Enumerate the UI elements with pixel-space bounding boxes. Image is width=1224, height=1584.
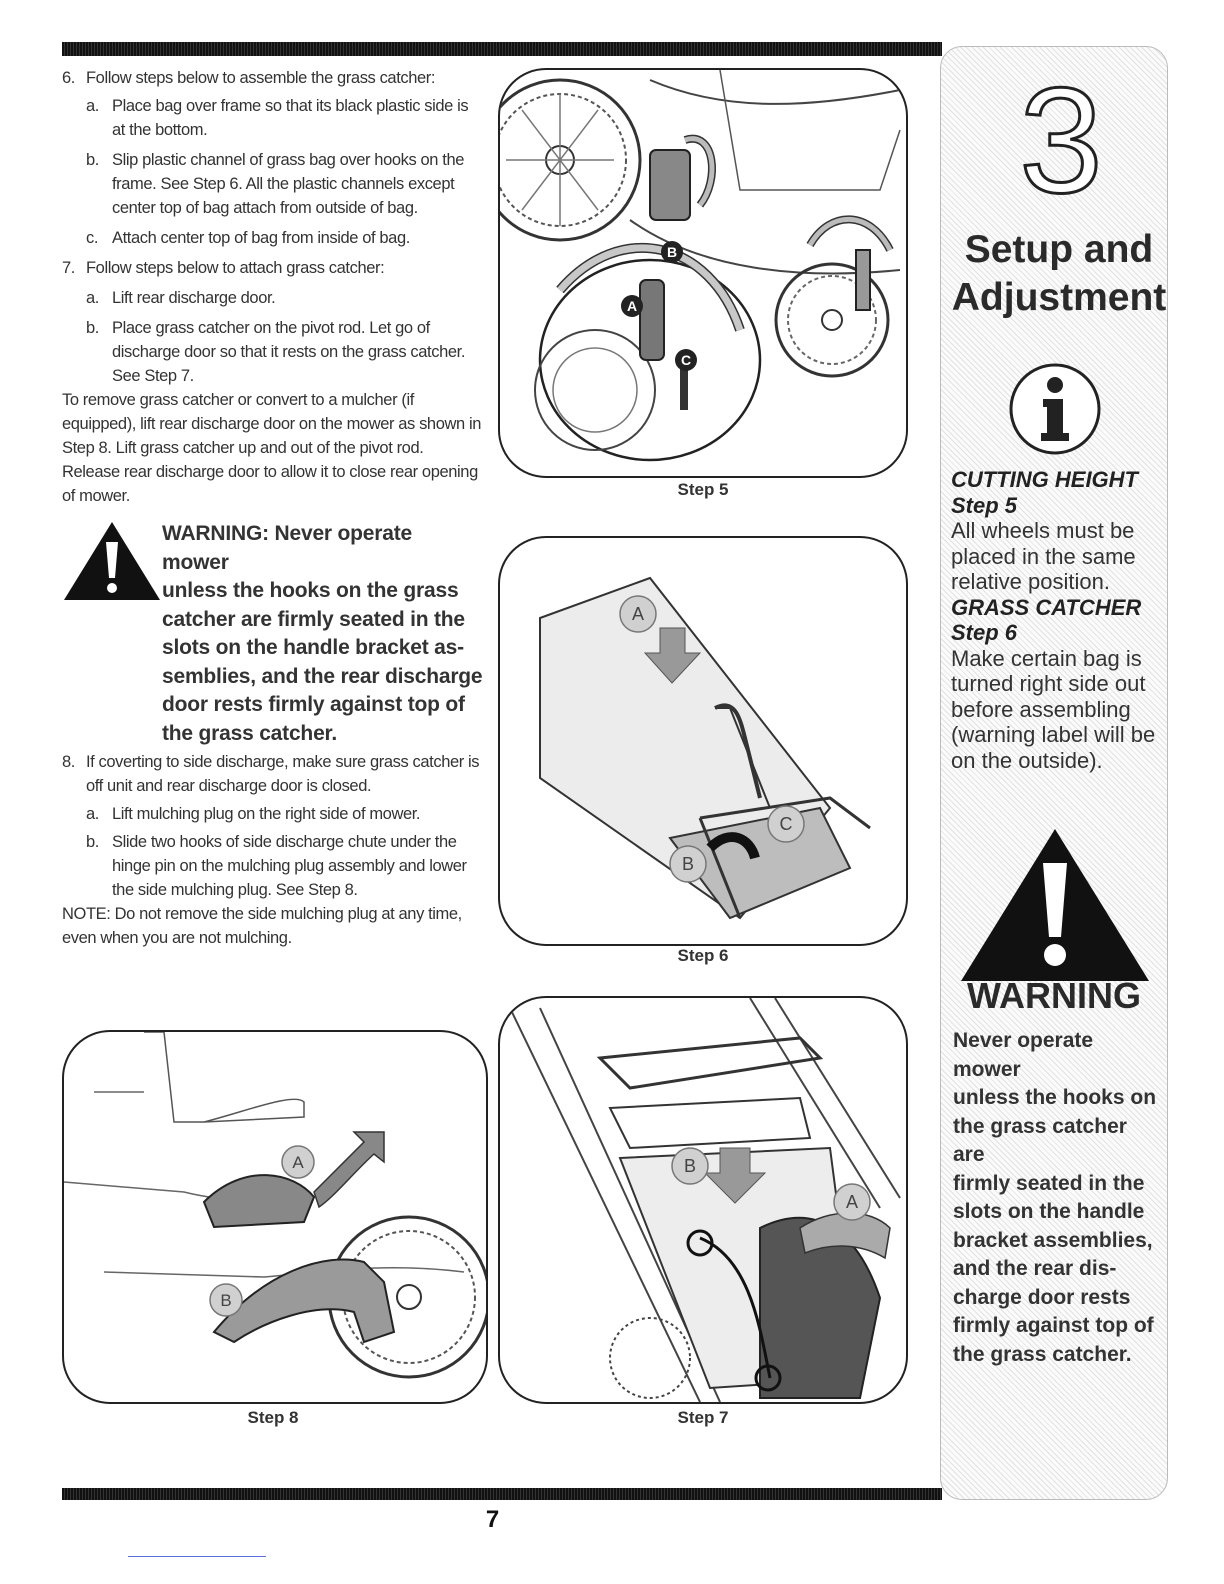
list-item: c. Attach center top of bag from inside o…: [62, 226, 484, 250]
cutting-height-heading: CUTTING HEIGHT: [951, 467, 1138, 492]
top-rule: [62, 42, 942, 56]
step5-illustration: A B C: [498, 68, 908, 478]
warning-line: unless the hooks on the grass: [162, 579, 459, 602]
list-text: Slide two hooks of side discharge chute …: [112, 833, 467, 899]
list-letter: b.: [86, 833, 99, 851]
step8-illustration: A B: [62, 1030, 488, 1404]
list-item: a. Place bag over frame so that its black…: [62, 94, 484, 142]
grass-catcher-step: Step 6: [951, 620, 1018, 645]
step7-illustration: B A: [498, 996, 908, 1404]
warning-line: slots on the handle bracket as-: [162, 636, 464, 659]
list-text: Place grass catcher on the pivot rod. Le…: [112, 319, 465, 385]
list-text: Lift mulching plug on the right side of …: [112, 805, 421, 823]
grass-catcher-text: Make certain bag is turned right side ou…: [951, 645, 1156, 773]
callout-b: B: [682, 854, 694, 874]
callout-c: C: [681, 352, 691, 368]
footer-link-underline: [128, 1556, 266, 1557]
sidebar-warning-text: Never operate mower unless the hooks on …: [953, 1027, 1163, 1369]
list-text: Follow steps below to assemble the grass…: [86, 69, 436, 87]
list-item: 7. Follow steps below to attach grass cat…: [62, 256, 484, 280]
warning-line: semblies, and the rear discharge: [162, 664, 483, 688]
callout-b-marker: [661, 241, 683, 263]
warning-line: firmly against top of: [953, 1314, 1154, 1337]
list-text: Lift rear discharge door.: [112, 289, 276, 307]
list-text: Place bag over frame so that its black p…: [112, 97, 469, 139]
list-letter: a.: [86, 289, 99, 307]
list-text: Attach center top of bag from inside of …: [112, 229, 410, 247]
warning-line: the grass catcher.: [953, 1342, 1132, 1366]
sidebar-title-line2: Adjustment: [951, 276, 1167, 319]
list-text: Slip plastic channel of grass bag over h…: [112, 151, 464, 217]
callout-c: C: [780, 814, 793, 834]
list-letter: b.: [86, 151, 99, 169]
list-letter: a.: [86, 97, 99, 115]
warning-line: slots on the handle: [953, 1200, 1145, 1223]
callout-b: B: [684, 1156, 696, 1176]
warning-line: charge door rests: [953, 1285, 1131, 1309]
list-text: Follow steps below to attach grass catch…: [86, 259, 385, 277]
callout-b: B: [220, 1291, 231, 1310]
warning-line: firmly seated in the: [953, 1171, 1145, 1195]
callout-a: A: [632, 604, 644, 624]
cutting-height-text: All wheels must be placed in the same re…: [951, 518, 1136, 594]
step5-caption: Step 5: [677, 480, 729, 499]
sidebar-warning-heading: WARNING: [967, 975, 1141, 1016]
warning-line: Never operate mower: [953, 1029, 1094, 1081]
list-item: b. Slip plastic channel of grass bag over…: [62, 148, 484, 220]
chapter-sidebar: 3 Setup and Adjustment CUTTING HEIGHT St…: [940, 46, 1168, 1500]
grass-catcher-heading: GRASS CATCHER: [951, 594, 1142, 620]
step6-illustration: A C B: [498, 536, 908, 946]
list-number: 7.: [62, 259, 75, 277]
list-item: a. Lift mulching plug on the right side o…: [62, 802, 484, 826]
chapter-number-icon: 3: [1011, 55, 1111, 226]
warning-line: unless the hooks on: [953, 1086, 1157, 1109]
callout-a: A: [627, 298, 637, 314]
warning-block: WARNING: Never operate mower unless the …: [62, 520, 484, 748]
step8-caption: Step 8: [247, 1408, 299, 1427]
list-letter: c.: [86, 229, 99, 247]
list-item: 6. Follow steps below to assemble the gra…: [62, 66, 484, 90]
list-item: a. Lift rear discharge door.: [62, 286, 484, 310]
warning-triangle-icon: [62, 520, 162, 748]
list-number: 6.: [62, 69, 75, 87]
info-icon: [1007, 361, 1103, 457]
list-letter: b.: [86, 319, 99, 337]
instructions-column: 6. Follow steps below to assemble the gra…: [62, 66, 484, 950]
list-item: 8. If coverting to side discharge, make s…: [62, 750, 484, 798]
warning-line: the grass catcher.: [162, 721, 337, 745]
bottom-rule: [62, 1488, 942, 1500]
list-text: If coverting to side discharge, make sur…: [86, 753, 480, 795]
list-number: 8.: [62, 753, 75, 771]
list-item: b. Place grass catcher on the pivot rod. …: [62, 316, 484, 388]
warning-line: and the rear dis-: [953, 1257, 1117, 1280]
list-letter: a.: [86, 805, 99, 823]
remove-paragraph: To remove grass catcher or convert to a …: [62, 391, 481, 505]
warning-line: WARNING: Never operate mower: [162, 522, 412, 574]
callout-c-marker: [675, 349, 697, 371]
step7-caption: Step 7: [677, 1408, 729, 1427]
warning-line: catcher are firmly seated in the: [162, 607, 465, 631]
step6-caption: Step 6: [677, 946, 729, 965]
cutting-height-note: CUTTING HEIGHT Step 5 All wheels must be…: [951, 467, 1166, 773]
warning-line: bracket assemblies,: [953, 1228, 1153, 1252]
warning-triangle-icon: [957, 825, 1153, 985]
list-item: b. Slide two hooks of side discharge chut…: [62, 830, 484, 902]
callout-a: A: [846, 1192, 858, 1212]
warning-text: WARNING: Never operate mower unless the …: [162, 520, 484, 748]
warning-line: door rests firmly against top of: [162, 693, 465, 716]
chapter-number: 3: [1019, 67, 1102, 207]
callout-b: B: [667, 244, 677, 260]
callout-a-marker: [621, 295, 643, 317]
callout-a: A: [292, 1153, 304, 1172]
cutting-height-step: Step 5: [951, 492, 1018, 518]
warning-line: the grass catcher are: [953, 1114, 1127, 1167]
page-number: 7: [485, 1506, 500, 1533]
note-paragraph: NOTE: Do not remove the side mulching pl…: [62, 905, 462, 947]
sidebar-title-line1: Setup and: [964, 228, 1154, 271]
